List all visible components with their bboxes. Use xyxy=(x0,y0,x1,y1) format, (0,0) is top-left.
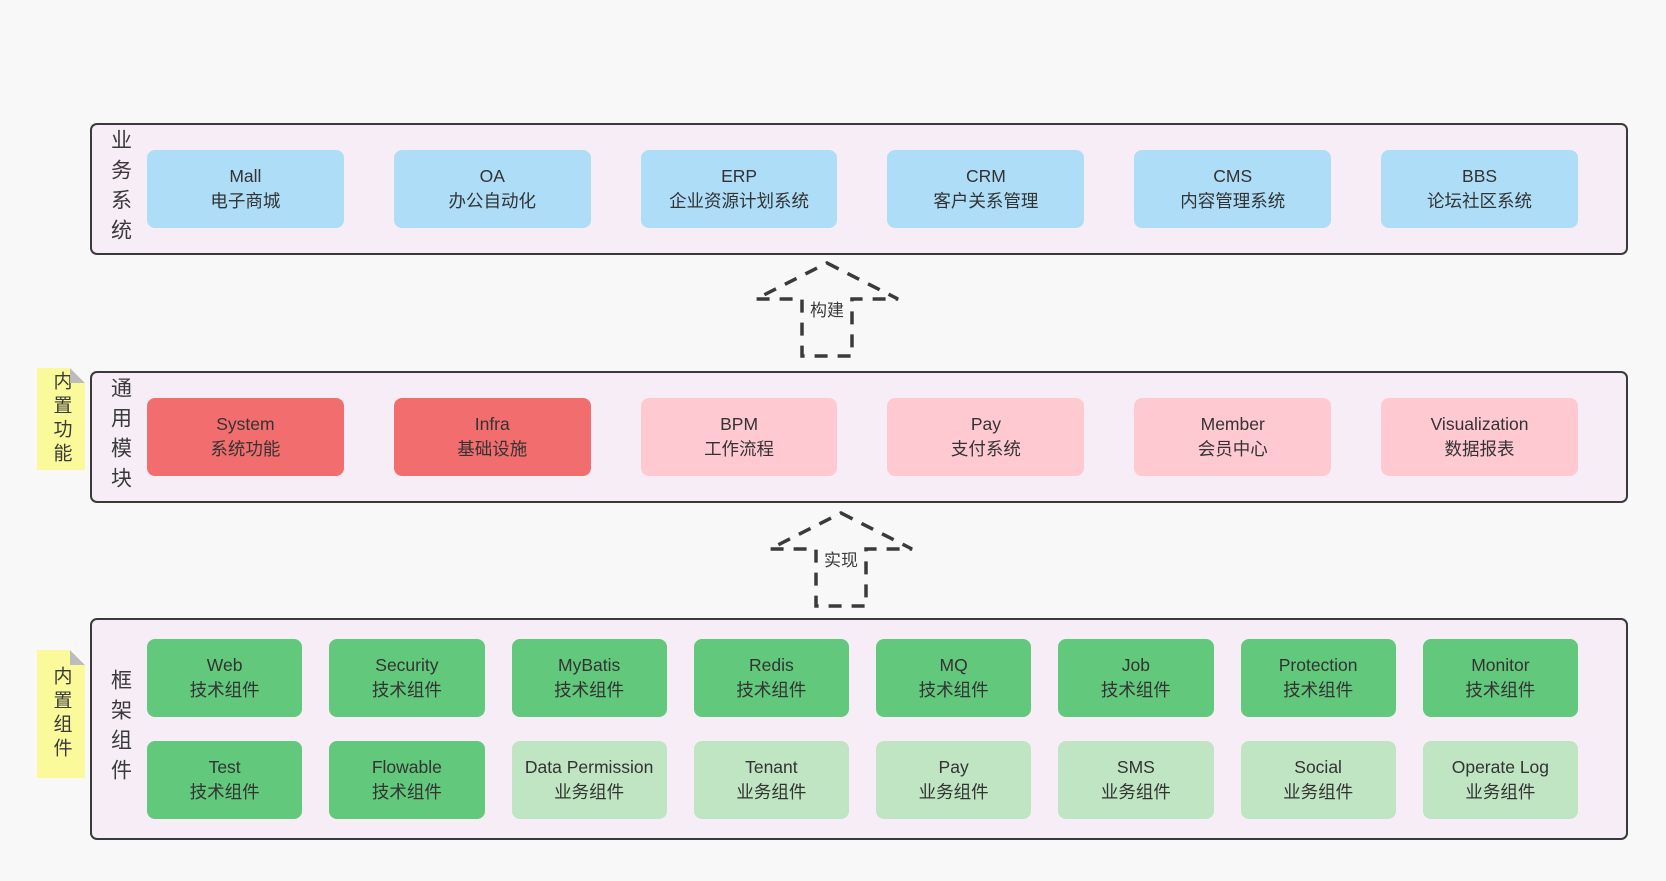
implement-arrow-label: 实现 xyxy=(820,544,862,573)
box-visualization: Visualization 数据报表 xyxy=(1381,398,1578,476)
box-bbs: BBS 论坛社区系统 xyxy=(1381,150,1578,228)
box-infra: Infra 基础设施 xyxy=(393,398,591,476)
dashed-up-arrow-icon xyxy=(769,511,913,608)
business-systems-title: 业务系统 xyxy=(108,129,132,249)
box-cms: CMS 内容管理系统 xyxy=(1134,150,1332,228)
box-mq: MQ 技术组件 xyxy=(876,639,1032,717)
framework-components-container: 框架组件 Web 技术组件 Security 技术组件 MyBatis 技术组件… xyxy=(90,618,1628,840)
box-operate-log: Operate Log 业务组件 xyxy=(1422,741,1578,819)
tech-components-row: Web 技术组件 Security 技术组件 MyBatis 技术组件 Redi… xyxy=(147,639,1578,717)
box-monitor: Monitor 技术组件 xyxy=(1422,639,1578,717)
biz-components-row: Test 技术组件 Flowable 技术组件 Data Permission … xyxy=(147,741,1578,819)
build-arrow: 构建 xyxy=(752,260,902,360)
common-modules-row: System 系统功能 Infra 基础设施 BPM 工作流程 Pay 支付系统… xyxy=(147,373,1626,501)
box-sms: SMS 业务组件 xyxy=(1058,741,1214,819)
box-social: Social 业务组件 xyxy=(1240,741,1396,819)
box-system: System 系统功能 xyxy=(147,398,344,476)
box-member: Member 会员中心 xyxy=(1134,398,1332,476)
box-mall: Mall 电子商城 xyxy=(147,150,344,228)
box-data-permission: Data Permission 业务组件 xyxy=(511,741,667,819)
folded-corner-icon xyxy=(70,650,85,665)
box-flowable: Flowable 技术组件 xyxy=(329,741,485,819)
box-erp: ERP 企业资源计划系统 xyxy=(640,150,838,228)
box-job: Job 技术组件 xyxy=(1058,639,1214,717)
box-web: Web 技术组件 xyxy=(147,639,303,717)
dashed-up-arrow-icon xyxy=(755,261,899,358)
note-built-in-components: 内置组件 xyxy=(37,650,85,778)
common-modules-title: 通用模块 xyxy=(108,377,132,497)
framework-components-title: 框架组件 xyxy=(108,669,132,789)
common-modules-container: 通用模块 System 系统功能 Infra 基础设施 BPM 工作流程 Pay… xyxy=(90,371,1628,503)
box-security: Security 技术组件 xyxy=(329,639,485,717)
box-protection: Protection 技术组件 xyxy=(1240,639,1396,717)
box-test: Test 技术组件 xyxy=(147,741,303,819)
implement-arrow: 实现 xyxy=(766,510,916,610)
box-crm: CRM 客户关系管理 xyxy=(887,150,1085,228)
box-tenant: Tenant 业务组件 xyxy=(693,741,849,819)
note-built-in-features: 内置功能 xyxy=(37,368,85,470)
box-redis: Redis 技术组件 xyxy=(693,639,849,717)
framework-components-grid: Web 技术组件 Security 技术组件 MyBatis 技术组件 Redi… xyxy=(147,620,1626,838)
build-arrow-label: 构建 xyxy=(806,294,848,323)
box-mybatis: MyBatis 技术组件 xyxy=(511,639,667,717)
business-systems-container: 业务系统 Mall 电子商城 OA 办公自动化 ERP 企业资源计划系统 CRM… xyxy=(90,123,1628,255)
business-systems-row: Mall 电子商城 OA 办公自动化 ERP 企业资源计划系统 CRM 客户关系… xyxy=(147,125,1626,253)
box-pay-component: Pay 业务组件 xyxy=(876,741,1032,819)
box-oa: OA 办公自动化 xyxy=(393,150,591,228)
box-pay-module: Pay 支付系统 xyxy=(887,398,1085,476)
box-bpm: BPM 工作流程 xyxy=(640,398,838,476)
folded-corner-icon xyxy=(70,368,85,383)
